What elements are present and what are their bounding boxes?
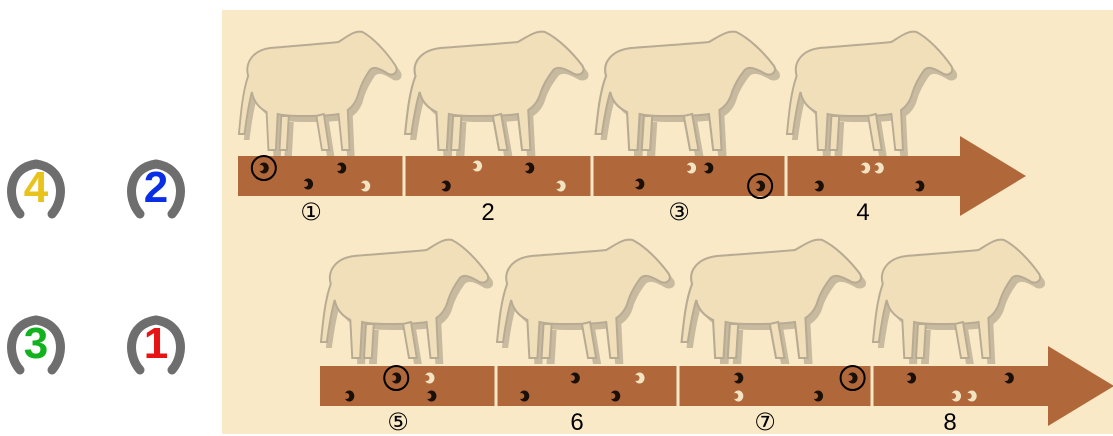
hoof-legend: 4 2 3 1 (0, 0, 220, 434)
horseshoe-icon-1: 1 (120, 308, 192, 380)
horse-figure (497, 240, 670, 358)
step-label: 6 (552, 410, 602, 436)
step-label: ⑤ (373, 410, 423, 436)
step-label: ③ (654, 200, 704, 226)
step-label: 2 (463, 200, 513, 226)
horse-figure (321, 240, 488, 358)
step-label: ⑦ (740, 410, 790, 436)
horseshoe-icon-3: 3 (0, 308, 72, 380)
legend-number: 2 (120, 163, 192, 213)
horse-figure (596, 32, 775, 150)
horse-figure (405, 32, 583, 150)
horseshoe-icon-2: 2 (120, 152, 192, 224)
step-label: 4 (838, 200, 888, 226)
horse-figure (682, 240, 861, 358)
horse-figure (873, 240, 1040, 358)
step-label: 8 (925, 410, 975, 436)
step-label: ① (286, 200, 336, 226)
gait-sequence-panel: ① 2 ③ 4 ⑤ 6 ⑦ 8 (222, 10, 1113, 434)
legend-number: 1 (120, 319, 192, 369)
legend-number: 4 (0, 163, 72, 213)
legend-number: 3 (0, 319, 72, 369)
horseshoe-icon-4: 4 (0, 152, 72, 224)
horse-figure (239, 32, 397, 150)
horse-figure (787, 32, 952, 150)
